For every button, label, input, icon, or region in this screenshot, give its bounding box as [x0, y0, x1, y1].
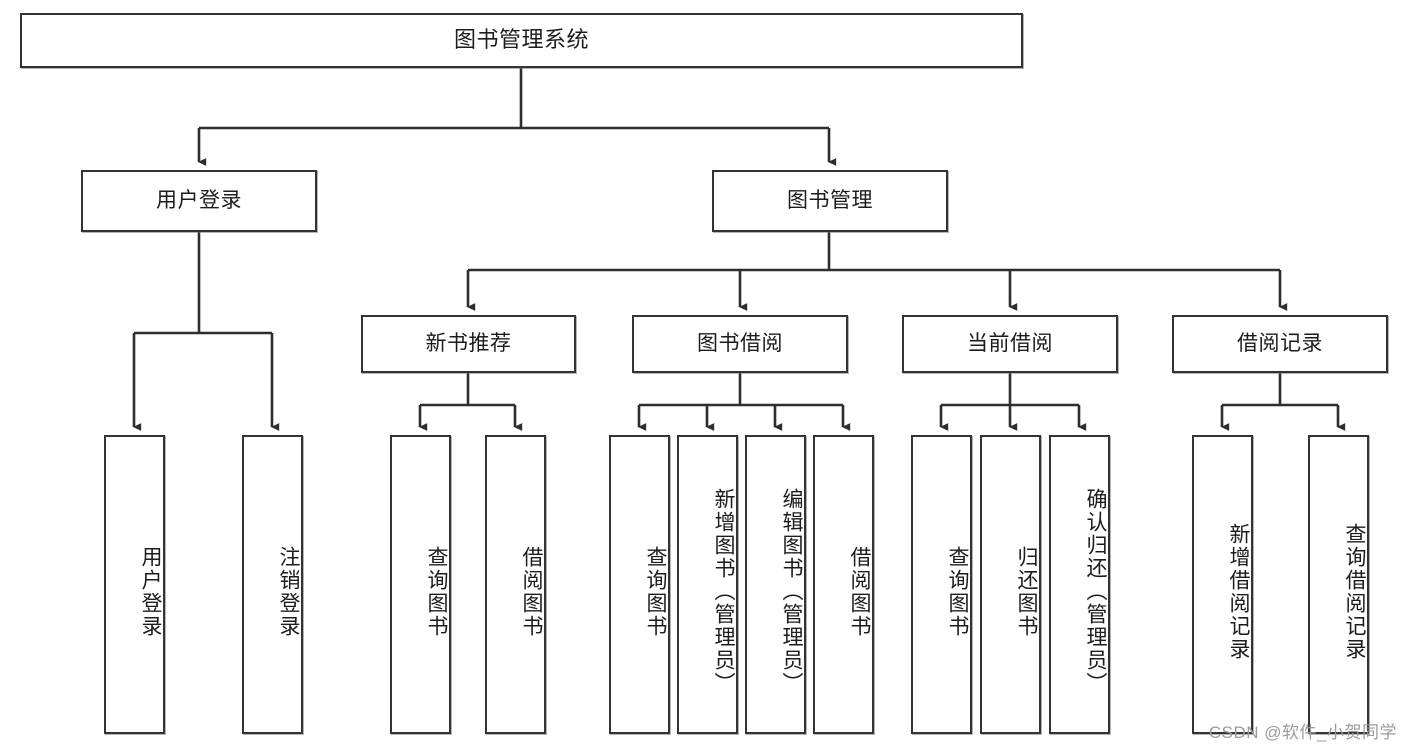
leaf-label: 查询图书 — [644, 545, 667, 638]
leaf-label: 查询借阅记录 — [1343, 522, 1366, 661]
leaf-new-book-query[interactable]: 查询图书 — [390, 435, 451, 734]
node-book-borrow[interactable]: 图书借阅 — [632, 315, 848, 373]
leaf-current-query-book[interactable]: 查询图书 — [911, 435, 972, 734]
leaf-label: 新增借阅记录 — [1227, 522, 1250, 661]
leaf-record-query-record[interactable]: 查询借阅记录 — [1308, 435, 1369, 734]
leaf-borrow-borrow-book[interactable]: 借阅图书 — [813, 435, 874, 734]
node-new-book-recommend[interactable]: 新书推荐 — [361, 315, 576, 373]
leaf-borrow-query-book[interactable]: 查询图书 — [609, 435, 670, 734]
leaf-label: 借阅图书 — [848, 545, 871, 638]
leaf-label: 确认归还（管理员） — [1084, 488, 1107, 695]
leaf-label: 借阅图书 — [520, 545, 543, 638]
leaf-current-return-book[interactable]: 归还图书 — [980, 435, 1041, 734]
node-user-login[interactable]: 用户登录 — [81, 170, 317, 232]
leaf-user-login-login[interactable]: 用户登录 — [104, 435, 165, 734]
leaf-label: 归还图书 — [1015, 545, 1038, 638]
leaf-record-add-record[interactable]: 新增借阅记录 — [1192, 435, 1253, 734]
node-current-borrow[interactable]: 当前借阅 — [902, 315, 1118, 373]
node-borrow-record[interactable]: 借阅记录 — [1172, 315, 1388, 373]
leaf-label: 编辑图书（管理员） — [780, 488, 803, 695]
leaf-new-book-borrow[interactable]: 借阅图书 — [485, 435, 546, 734]
leaf-current-confirm-return-admin[interactable]: 确认归还（管理员） — [1049, 435, 1110, 734]
leaf-label: 注销登录 — [277, 545, 300, 638]
leaf-label: 新增图书（管理员） — [712, 488, 735, 695]
node-book-management[interactable]: 图书管理 — [712, 170, 948, 232]
node-root-system[interactable]: 图书管理系统 — [20, 13, 1023, 68]
leaf-user-login-logout[interactable]: 注销登录 — [242, 435, 303, 734]
leaf-label: 查询图书 — [425, 545, 448, 638]
leaf-borrow-edit-book-admin[interactable]: 编辑图书（管理员） — [745, 435, 806, 734]
leaf-label: 用户登录 — [139, 545, 162, 638]
leaf-label: 查询图书 — [946, 545, 969, 638]
leaf-borrow-add-book-admin[interactable]: 新增图书（管理员） — [677, 435, 738, 734]
